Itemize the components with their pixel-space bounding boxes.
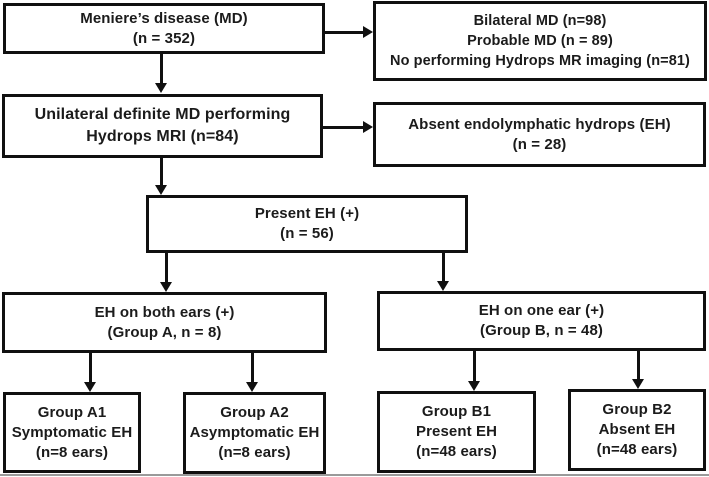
arrow-head-unilateral-to-present bbox=[155, 185, 167, 195]
arrow-head-meniere-to-unilateral bbox=[155, 83, 167, 93]
arrow-line-unilateral-to-absent bbox=[322, 126, 363, 129]
flow-box-absent-eh: Absent endolymphatic hydrops (EH) (n = 2… bbox=[373, 102, 706, 167]
arrow-head-group-a-to-a1 bbox=[84, 382, 96, 392]
flow-box-group-a: EH on both ears (+) (Group A, n = 8) bbox=[2, 292, 327, 353]
arrow-line-group-a-to-a1 bbox=[89, 352, 92, 382]
box-text-line: Bilateral MD (n=98) bbox=[473, 13, 607, 29]
box-text-line: (n=8 ears) bbox=[218, 444, 291, 461]
arrow-line-present-to-group-b bbox=[442, 253, 445, 281]
box-text-line: Absent endolymphatic hydrops (EH) bbox=[408, 115, 671, 133]
flow-box-excluded-patients: Bilateral MD (n=98) Probable MD (n = 89)… bbox=[373, 1, 707, 81]
arrow-head-group-b-to-b2 bbox=[632, 379, 644, 389]
arrow-line-group-b-to-b2 bbox=[637, 350, 640, 379]
flow-box-present-eh: Present EH (+) (n = 56) bbox=[146, 195, 468, 253]
box-text-line: Asymptomatic EH bbox=[189, 424, 320, 441]
box-text-line: (n=48 ears) bbox=[416, 443, 497, 460]
box-text-line: No performing Hydrops MR imaging (n=81) bbox=[390, 53, 690, 69]
box-text-line: Symptomatic EH bbox=[11, 423, 133, 441]
arrow-head-group-b-to-b1 bbox=[468, 381, 480, 391]
arrow-head-meniere-to-excluded bbox=[363, 26, 373, 38]
box-text-line: (n=48 ears) bbox=[596, 441, 678, 458]
arrow-head-present-to-group-b bbox=[437, 281, 449, 291]
flow-box-group-b: EH on one ear (+) (Group B, n = 48) bbox=[377, 291, 706, 351]
box-text-line: Probable MD (n = 89) bbox=[467, 33, 613, 49]
box-text-line: Group A1 bbox=[37, 403, 107, 421]
arrow-line-meniere-to-unilateral bbox=[160, 53, 163, 83]
arrow-line-group-b-to-b1 bbox=[473, 350, 476, 381]
flow-box-group-a1: Group A1 Symptomatic EH (n=8 ears) bbox=[3, 392, 141, 473]
box-text-line: (Group A, n = 8) bbox=[107, 323, 222, 341]
arrow-line-unilateral-to-present bbox=[160, 157, 163, 185]
figure-bottom-border bbox=[0, 474, 709, 476]
box-text-line: Group B2 bbox=[602, 401, 672, 418]
box-text-line: EH on one ear (+) bbox=[478, 302, 605, 319]
flow-box-meniere-disease: Meniere’s disease (MD) (n = 352) bbox=[3, 3, 325, 54]
box-text-line: (n=8 ears) bbox=[35, 443, 109, 461]
box-text-line: Hydrops MRI (n=84) bbox=[86, 128, 239, 145]
box-text-line: Present EH bbox=[415, 423, 498, 440]
box-text-line: Absent EH bbox=[598, 421, 676, 438]
arrow-line-present-to-group-a bbox=[165, 253, 168, 282]
arrow-head-unilateral-to-absent bbox=[363, 121, 373, 133]
box-text-line: (n = 28) bbox=[512, 135, 567, 153]
arrow-head-present-to-group-a bbox=[160, 282, 172, 292]
box-text-line: Unilateral definite MD performing bbox=[34, 106, 291, 123]
flow-box-unilateral-definite-md: Unilateral definite MD performing Hydrop… bbox=[2, 94, 323, 158]
box-text-line: Meniere’s disease (MD) bbox=[80, 9, 248, 27]
box-text-line: (Group B, n = 48) bbox=[480, 322, 603, 339]
box-text-line: Present EH (+) bbox=[254, 205, 360, 222]
flow-box-group-b2: Group B2 Absent EH (n=48 ears) bbox=[568, 389, 706, 471]
box-text-line: Group A2 bbox=[220, 404, 289, 421]
box-text-line: (n = 352) bbox=[132, 29, 196, 47]
box-text-line: Group B1 bbox=[421, 403, 492, 420]
box-text-line: (n = 56) bbox=[280, 225, 334, 242]
arrow-line-group-a-to-a2 bbox=[251, 352, 254, 382]
arrow-head-group-a-to-a2 bbox=[246, 382, 258, 392]
arrow-line-meniere-to-excluded bbox=[325, 31, 363, 34]
flow-box-group-b1: Group B1 Present EH (n=48 ears) bbox=[377, 391, 536, 473]
flow-box-group-a2: Group A2 Asymptomatic EH (n=8 ears) bbox=[183, 392, 326, 474]
box-text-line: EH on both ears (+) bbox=[94, 303, 235, 321]
